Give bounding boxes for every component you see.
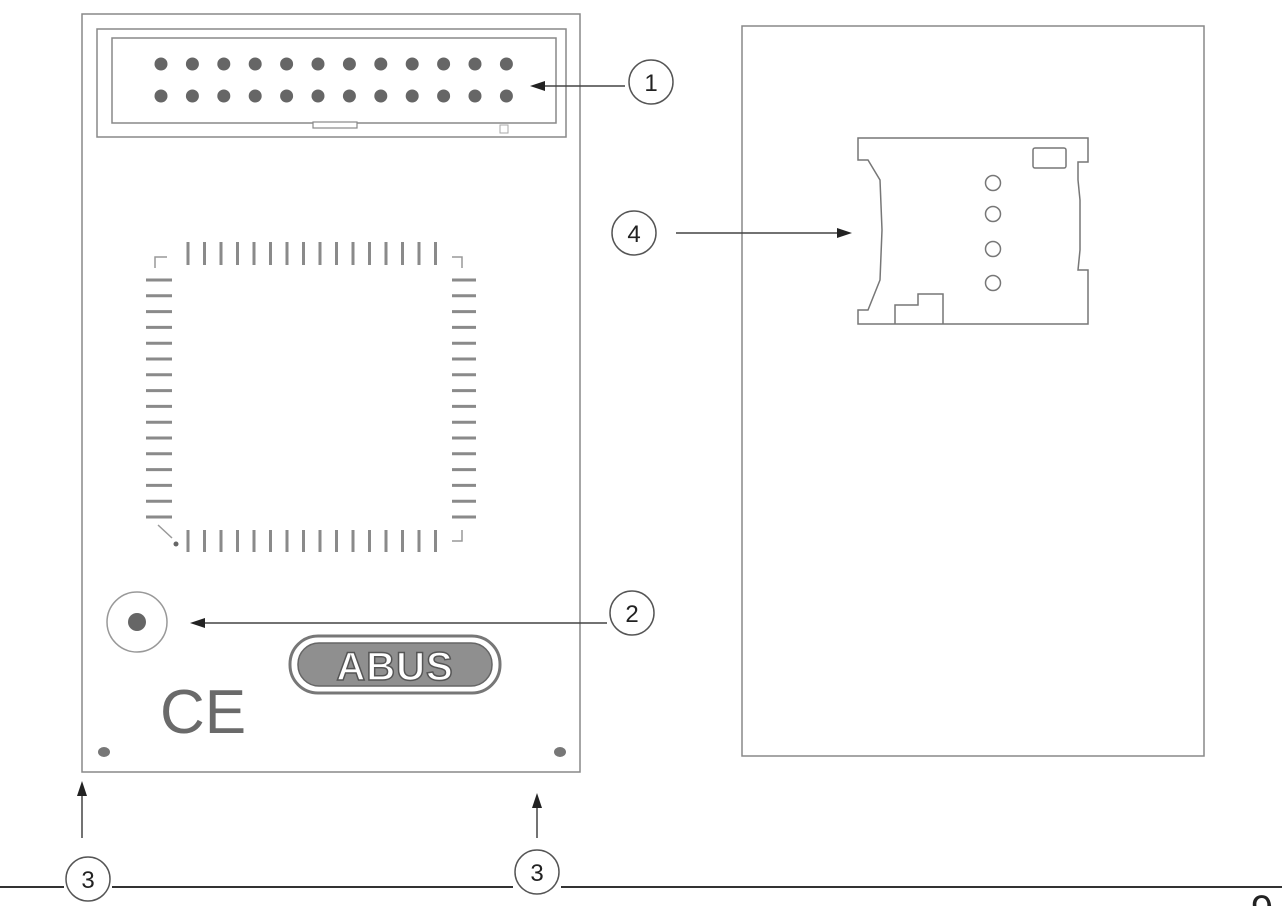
connector-pin (437, 57, 451, 71)
connector-pin (280, 89, 294, 103)
mounting-hole-right (554, 747, 566, 757)
connector-pin (280, 57, 294, 71)
connector-pin (154, 57, 168, 71)
connector-pin (154, 89, 168, 103)
connector-pin (468, 89, 482, 103)
connector-pins (154, 57, 513, 103)
connector-pin (342, 89, 356, 103)
page-number: 9 (1251, 888, 1273, 906)
chip-package (146, 242, 476, 552)
abus-logo-text: ABUS (336, 645, 453, 689)
connector-pin (499, 57, 513, 71)
ce-mark: CE (160, 678, 246, 747)
connector-pin (437, 89, 451, 103)
pin-header-connector (96, 28, 567, 138)
callout-4-label: 4 (627, 221, 640, 248)
back-board-outline (741, 25, 1205, 757)
callout-4: 4 (611, 210, 852, 256)
connector-pin (311, 57, 325, 71)
connector-pin (405, 89, 419, 103)
chip-pins (146, 242, 476, 552)
round-component (106, 591, 168, 653)
connector-pin (185, 89, 199, 103)
pcb-board-back (741, 25, 1205, 757)
connector-pin (248, 89, 262, 103)
connector-pin (405, 57, 419, 71)
connector-pin (374, 57, 388, 71)
callout-2-label: 2 (625, 601, 638, 628)
connector-pin (499, 89, 513, 103)
callout-3-right-label: 3 (530, 860, 543, 887)
mounting-hole-left (98, 747, 110, 757)
connector-pin (374, 89, 388, 103)
pcb-board-front: ABUS CE (81, 13, 581, 773)
connector-pin (185, 57, 199, 71)
callout-3-right: 3 (514, 793, 560, 895)
callout-3-left-label: 3 (81, 867, 94, 894)
callout-1: 1 (530, 59, 674, 105)
abus-logo: ABUS (288, 634, 502, 695)
sim-card-holder (857, 137, 1089, 325)
connector-pin (248, 57, 262, 71)
connector-pin (311, 89, 325, 103)
callout-3-left: 3 (65, 781, 111, 902)
connector-pin (217, 89, 231, 103)
callout-2: 2 (190, 590, 655, 636)
connector-pin (342, 57, 356, 71)
connector-pin (468, 57, 482, 71)
connector-pin (217, 57, 231, 71)
callout-1-label: 1 (644, 70, 657, 97)
